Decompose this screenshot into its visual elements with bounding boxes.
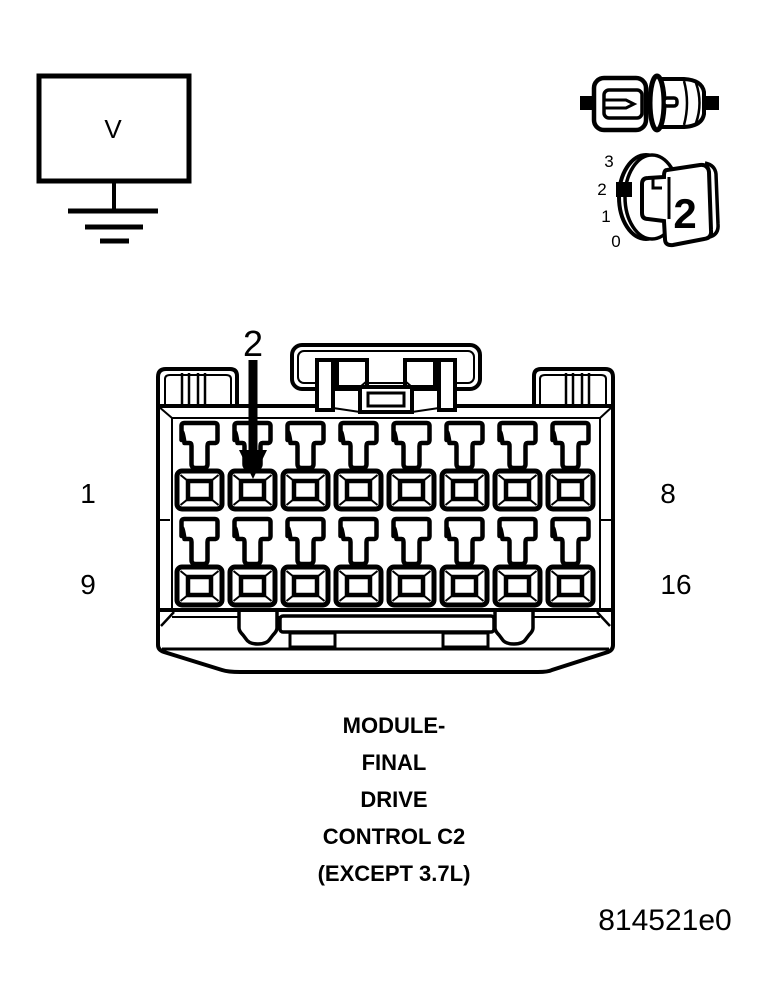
pin-label-9: 9 xyxy=(80,569,96,600)
caption-line-3: DRIVE xyxy=(360,787,427,812)
ground-icon xyxy=(68,208,158,244)
caption-line-2: FINAL xyxy=(362,750,427,775)
pin-cavity-10 xyxy=(230,567,275,605)
connector-left-ear xyxy=(156,367,239,406)
gauge-value-label: 2 xyxy=(673,190,696,237)
connector-base xyxy=(156,608,615,674)
pin-cavity-15 xyxy=(495,567,540,605)
connector-face: 1 8 9 16 2 xyxy=(80,323,692,674)
connector-right-ear xyxy=(532,367,615,406)
callout-label: 2 xyxy=(243,323,263,364)
connector-body-outline xyxy=(156,404,615,645)
female-terminal-ring xyxy=(647,73,667,133)
callout-arrow-head xyxy=(239,450,267,479)
female-terminal-slot xyxy=(662,96,679,108)
voltmeter-label: V xyxy=(104,114,122,144)
pin-label-16: 16 xyxy=(660,569,691,600)
base-left-channel xyxy=(237,612,279,646)
base-tab-left xyxy=(288,631,337,649)
pin-cavity-13 xyxy=(389,567,434,605)
pin-2-callout: 2 xyxy=(239,323,267,479)
gauge-blob-edge xyxy=(704,161,720,239)
voltmeter-symbol: V xyxy=(36,73,192,244)
base-right-channel xyxy=(493,612,535,646)
pin-cavity-8 xyxy=(548,471,593,509)
gauge-marker xyxy=(616,182,632,197)
pin-cavity-14 xyxy=(442,567,487,605)
caption-line-4: CONTROL C2 xyxy=(323,824,466,849)
pin-label-8: 8 xyxy=(660,478,676,509)
caption: MODULE- FINAL DRIVE CONTROL C2 (EXCEPT 3… xyxy=(318,713,471,886)
pin-cavity-6 xyxy=(442,471,487,509)
base-skirt xyxy=(156,644,615,674)
base-tab-right xyxy=(441,631,490,649)
pin-cavity-4 xyxy=(336,471,381,509)
gauge-blob xyxy=(640,162,714,248)
terminal-gauge-icon: 3 2 1 0 2 xyxy=(597,152,720,251)
pin-cavity-11 xyxy=(283,567,328,605)
pin-cavity-5 xyxy=(389,471,434,509)
caption-line-5: (EXCEPT 3.7L) xyxy=(318,861,471,886)
male-terminal-wire-stub xyxy=(580,96,595,110)
base-slot xyxy=(278,614,496,634)
gauge-scale-3: 3 xyxy=(604,152,613,171)
pin-cavity-16 xyxy=(548,567,593,605)
female-terminal-body xyxy=(655,77,706,129)
pin-cavity-1 xyxy=(177,471,222,509)
male-female-terminal-icon xyxy=(580,73,719,133)
callout-arrow-shaft xyxy=(248,360,258,452)
caption-line-1: MODULE- xyxy=(343,713,446,738)
pin-cavity-3 xyxy=(283,471,328,509)
pin-cavity-12 xyxy=(336,567,381,605)
gauge-scale-0: 0 xyxy=(611,232,620,251)
figure-code: 814521e0 xyxy=(598,904,731,937)
connector-latch xyxy=(290,343,482,414)
gauge-scale-1: 1 xyxy=(601,207,610,226)
gauge-scale-2: 2 xyxy=(597,180,606,199)
male-terminal-blade xyxy=(602,98,638,110)
pin-label-1: 1 xyxy=(80,478,96,509)
female-terminal-wire-stub xyxy=(704,96,719,110)
pin-cavity-9 xyxy=(177,567,222,605)
connector-body-fill xyxy=(158,405,613,612)
pin-cavity-7 xyxy=(495,471,540,509)
